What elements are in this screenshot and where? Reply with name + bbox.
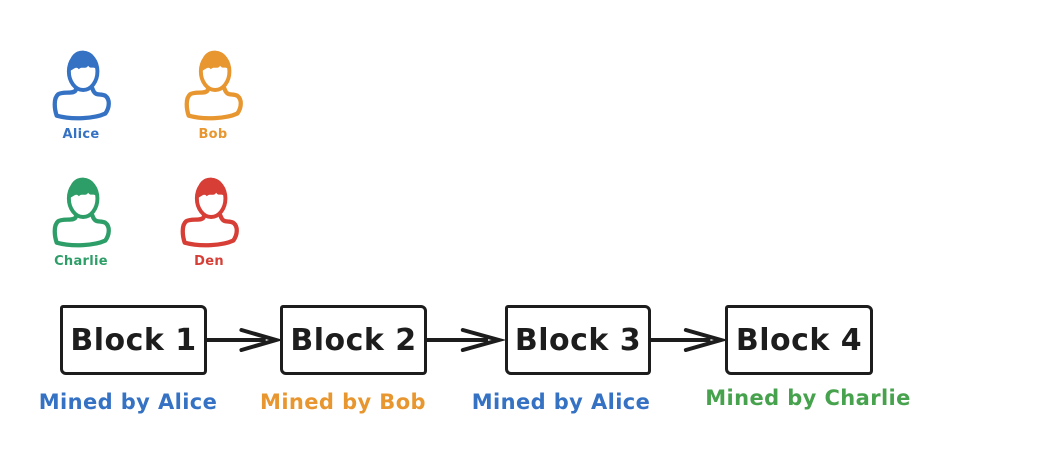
block-2-label: Block 2 xyxy=(290,322,417,358)
person-icon xyxy=(48,172,114,252)
arrow-right-icon xyxy=(425,325,505,355)
block-2: Block 2 xyxy=(280,305,427,375)
block-4: Block 4 xyxy=(725,305,873,375)
arrow-right-icon xyxy=(205,325,282,355)
mined-by-label-block-4: Mined by Charlie xyxy=(705,386,911,410)
person-bob: Bob xyxy=(177,45,249,142)
arrow-right-icon xyxy=(649,325,727,355)
block-1: Block 1 xyxy=(60,305,207,375)
mined-by-label-block-2: Mined by Bob xyxy=(260,390,426,414)
block-4-label: Block 4 xyxy=(735,322,863,358)
block-1-label: Block 1 xyxy=(70,322,197,358)
person-name-label: Charlie xyxy=(54,254,108,269)
person-icon xyxy=(48,45,114,125)
person-name-label: Alice xyxy=(62,127,100,142)
person-name-label: Bob xyxy=(198,127,228,142)
mined-by-label-block-1: Mined by Alice xyxy=(38,390,218,414)
person-den: Den xyxy=(173,172,245,269)
person-charlie: Charlie xyxy=(45,172,117,269)
block-3-label: Block 3 xyxy=(514,322,642,358)
person-alice: Alice xyxy=(45,45,117,142)
person-name-label: Den xyxy=(194,254,224,269)
person-icon xyxy=(176,172,242,252)
block-3: Block 3 xyxy=(505,305,651,375)
mined-by-label-block-3: Mined by Alice xyxy=(471,390,651,414)
person-icon xyxy=(180,45,246,125)
